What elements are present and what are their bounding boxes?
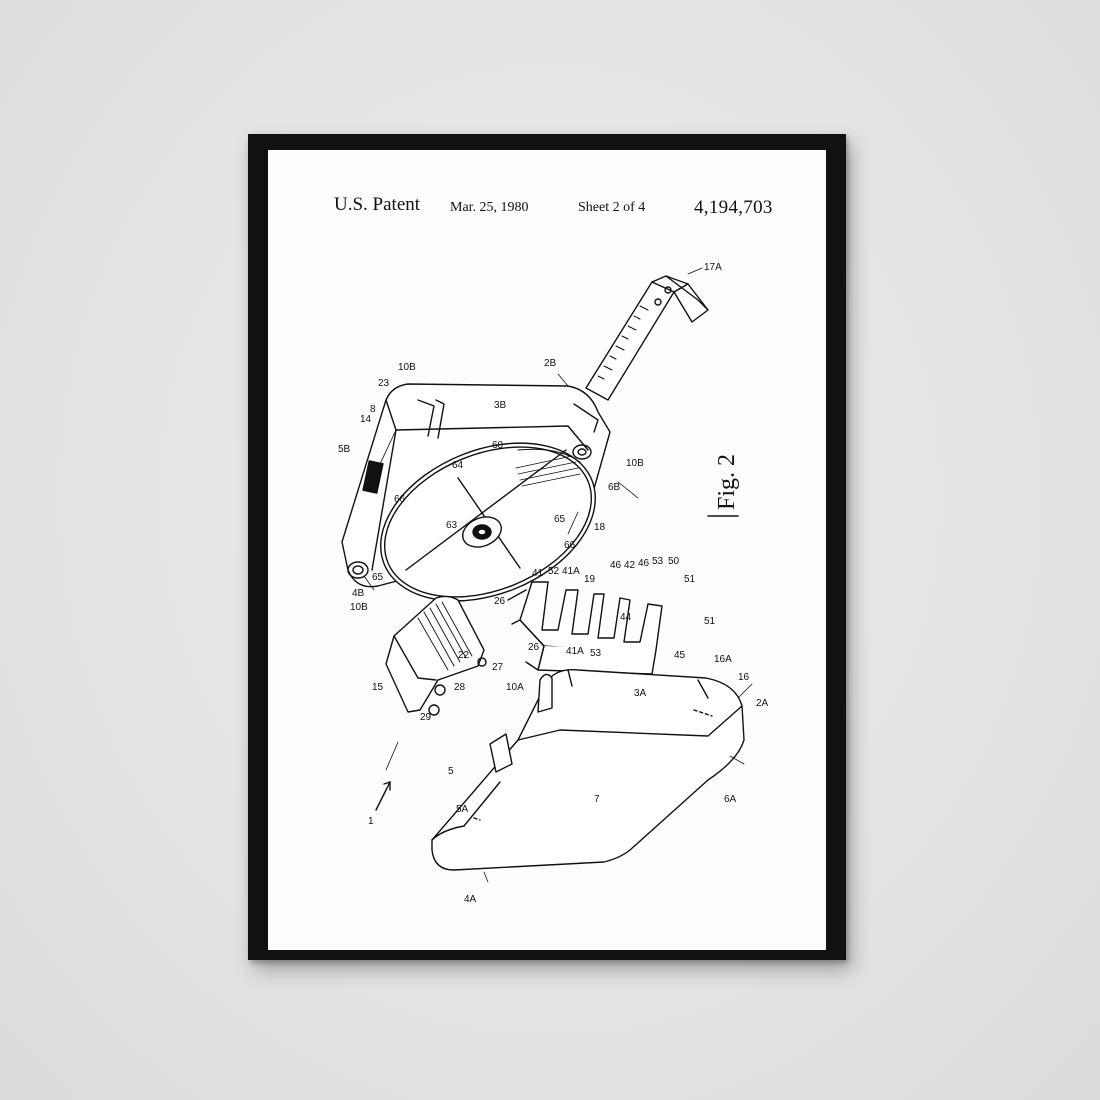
ref-label: 46 bbox=[610, 560, 622, 571]
ref-label: 51 bbox=[704, 616, 716, 627]
ref-label: 16A bbox=[714, 654, 732, 665]
ref-label: 65 bbox=[372, 572, 384, 583]
brake-spring bbox=[507, 581, 663, 675]
ref-label: 60 bbox=[492, 440, 504, 451]
ref-label: 27 bbox=[492, 662, 504, 673]
ref-label: 53 bbox=[652, 556, 664, 567]
fig-label: Fig. 2 bbox=[714, 454, 740, 510]
tape-blade bbox=[585, 275, 709, 401]
tape-reel bbox=[380, 442, 596, 602]
ref-label: 4B bbox=[352, 588, 365, 599]
ref-label: 3B bbox=[494, 400, 507, 411]
ref-label: 8 bbox=[370, 404, 376, 415]
ref-label: 50 bbox=[668, 556, 680, 567]
ref-label: 18 bbox=[594, 522, 606, 533]
ref-label: 41A bbox=[562, 566, 580, 577]
ref-label: 46 bbox=[638, 558, 650, 569]
lead-lines bbox=[363, 267, 753, 883]
ref-label: 66 bbox=[394, 494, 406, 505]
figure-label: Fig. 2 bbox=[707, 454, 740, 517]
ref-label: 42 bbox=[624, 560, 636, 571]
ref-label: 6B bbox=[608, 482, 621, 493]
ref-label: 14 bbox=[360, 414, 372, 425]
patent-date: Mar. 25, 1980 bbox=[450, 200, 529, 215]
ref-label: 41 bbox=[532, 568, 544, 579]
patent-sheet: U.S. Patent Mar. 25, 1980 Sheet 2 of 4 4… bbox=[268, 150, 826, 950]
ref-label: 16 bbox=[738, 672, 750, 683]
ref-label: 10B bbox=[626, 458, 644, 469]
ref-label: 63 bbox=[446, 520, 458, 531]
ref-label: 44 bbox=[620, 612, 632, 623]
ref-label: 10A bbox=[506, 682, 524, 693]
ref-label: 15 bbox=[372, 682, 384, 693]
ref-label: 53 bbox=[590, 648, 602, 659]
ref-label: 64 bbox=[452, 460, 464, 471]
ref-label: 45 bbox=[674, 650, 686, 661]
ref-label: 5 bbox=[448, 766, 454, 777]
ref-label: 29 bbox=[420, 712, 432, 723]
ref-label: 26 bbox=[528, 642, 540, 653]
ref-label: 17A bbox=[704, 262, 722, 273]
assembly-arrow bbox=[375, 781, 391, 811]
patent-label: U.S. Patent bbox=[334, 194, 421, 215]
reference-labels: 17A 2B 3B 10B 23 8 14 5B 60 64 63 66 65 … bbox=[338, 262, 769, 905]
ref-label: 28 bbox=[454, 682, 466, 693]
ref-label: 52 bbox=[548, 566, 560, 577]
ref-label: 7 bbox=[594, 794, 600, 805]
ref-label: 41A bbox=[566, 646, 584, 657]
ref-label: 4A bbox=[464, 894, 477, 905]
brake-button bbox=[385, 595, 487, 716]
ref-label: 22 bbox=[458, 650, 470, 661]
ref-label: 51 bbox=[684, 574, 696, 585]
ref-label: 2A bbox=[756, 698, 769, 709]
ref-label: 1 bbox=[368, 816, 374, 827]
ref-label: 6A bbox=[724, 794, 737, 805]
ref-label: 26 bbox=[494, 596, 506, 607]
patent-number: 4,194,703 bbox=[694, 197, 773, 218]
front-case-half bbox=[431, 669, 745, 871]
ref-label: 10B bbox=[350, 602, 368, 613]
ref-label: 65 bbox=[554, 514, 566, 525]
ref-label: 19 bbox=[584, 574, 596, 585]
ref-label: 2B bbox=[544, 358, 557, 369]
ref-label: 5B bbox=[338, 444, 351, 455]
ref-label: 3A bbox=[634, 688, 647, 699]
sheet-number: Sheet 2 of 4 bbox=[578, 200, 646, 215]
ref-label: 5A bbox=[456, 804, 469, 815]
ref-label: 23 bbox=[378, 378, 390, 389]
ref-label: 10B bbox=[398, 362, 416, 373]
ref-label: 66 bbox=[564, 540, 576, 551]
patent-drawing: Fig. 2 17A 2B 3B 10B 23 8 14 5B 60 bbox=[338, 262, 769, 905]
